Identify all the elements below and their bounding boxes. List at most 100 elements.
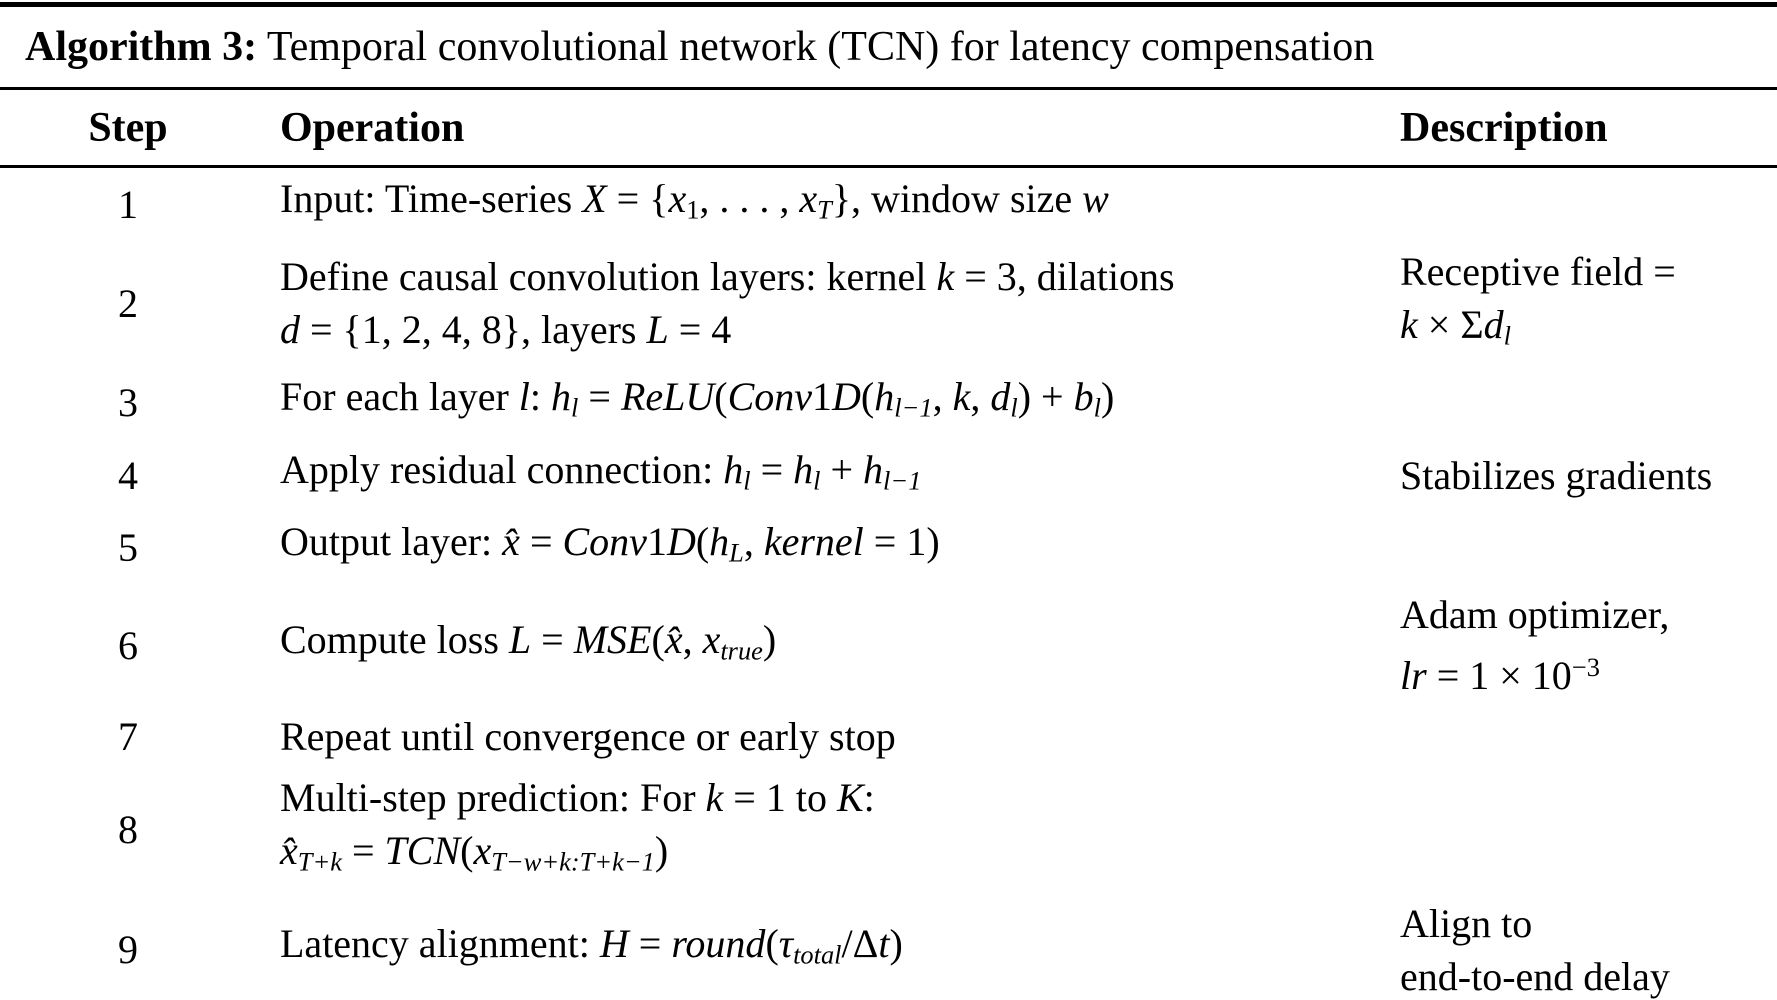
math-segment: T+k — [297, 846, 342, 877]
math-segment: x̂ — [664, 616, 683, 662]
math-segment: TCN — [384, 828, 461, 874]
operation-cell: Define causal convolution layers: kernel… — [256, 250, 1400, 356]
math-segment: L — [508, 616, 532, 662]
header-operation: Operation — [280, 104, 465, 151]
operation-line: Define causal convolution layers: kernel… — [280, 250, 1400, 303]
math-segment: lr — [1400, 653, 1427, 699]
description-line: lr = 1 × 10−3 — [1400, 641, 1769, 702]
math-segment: Receptive field = — [1400, 248, 1676, 294]
math-segment: h — [874, 374, 895, 420]
math-segment: × Σ — [1417, 301, 1484, 347]
math-segment: ( — [460, 828, 474, 874]
math-segment: = 3, dilations — [954, 254, 1175, 300]
operation-cell: Latency alignment: H = round(τtotal/Δt) — [256, 917, 1400, 982]
math-segment: l−1 — [894, 392, 933, 423]
math-segment: k — [952, 374, 971, 420]
math-segment: = 1 to — [723, 775, 837, 821]
math-segment: h — [709, 519, 730, 565]
math-segment: , — [932, 374, 953, 420]
math-segment: = { — [606, 176, 669, 221]
math-segment: Stabilizes gradients — [1400, 452, 1713, 498]
description-line: Stabilizes gradients — [1400, 449, 1769, 502]
table-body: 1 Input: Time-series X = {x1, . . . , xT}… — [0, 168, 1777, 1000]
math-segment: b — [1073, 374, 1094, 420]
math-segment: : — [863, 775, 875, 821]
description-line: Adam optimizer, — [1400, 588, 1769, 641]
math-segment: −3 — [1571, 651, 1600, 682]
table-row: 5 Output layer: x̂ = Conv1D(hL, kernel = … — [0, 511, 1777, 584]
math-segment: l — [1010, 392, 1018, 423]
math-segment: L — [646, 307, 669, 353]
math-segment: Adam optimizer, — [1400, 591, 1670, 637]
description-cell: Align to end-to-end delay — [1400, 897, 1777, 1000]
math-segment: h — [723, 446, 744, 492]
math-segment: , — [970, 374, 991, 420]
math-segment: ReLU — [620, 374, 715, 420]
math-segment: l — [518, 374, 530, 420]
math-segment: k — [1400, 301, 1418, 347]
math-segment: l — [813, 465, 821, 496]
description-line: Receptive field = — [1400, 245, 1769, 298]
math-segment: Compute loss — [280, 616, 509, 662]
math-segment: Output layer: — [280, 519, 503, 565]
math-segment: = — [628, 921, 672, 967]
math-segment: D — [832, 374, 861, 420]
operation-line: Output layer: x̂ = Conv1D(hL, kernel = 1… — [280, 515, 1400, 580]
math-segment: end-to-end delay — [1400, 953, 1670, 999]
math-segment: l−1 — [883, 465, 922, 496]
operation-line: Repeat until convergence or early stop — [280, 710, 1400, 763]
math-segment: ( — [714, 374, 728, 420]
math-segment: }, window size — [831, 176, 1083, 221]
math-segment: = — [750, 446, 794, 492]
table-row: 7 Repeat until convergence or early stop — [0, 706, 1777, 767]
step-cell: 7 — [118, 714, 138, 760]
operation-line: Input: Time-series X = {x1, . . . , xT},… — [280, 172, 1400, 237]
operation-cell: Repeat until convergence or early stop — [256, 710, 1400, 763]
header-step: Step — [88, 104, 168, 151]
math-segment: /Δ — [841, 921, 879, 967]
math-segment: D — [666, 519, 696, 565]
math-segment: total — [793, 940, 842, 971]
header-description: Description — [1400, 104, 1608, 151]
math-segment: Conv — [562, 519, 647, 565]
math-segment: L — [729, 537, 744, 568]
math-segment: round — [671, 921, 766, 967]
math-segment: t — [878, 921, 890, 967]
description-line: Align to — [1400, 897, 1769, 950]
algorithm-caption: Temporal convolutional network (TCN) for… — [257, 24, 1375, 70]
math-segment: Multi-step prediction: For — [280, 775, 706, 821]
math-segment: Align to — [1400, 900, 1533, 946]
math-segment: Repeat until convergence or early stop — [280, 714, 896, 760]
math-segment: x — [473, 828, 492, 874]
operation-line: For each layer l: hl = ReLU(Conv1D(hl−1,… — [280, 370, 1400, 435]
operation-line: Latency alignment: H = round(τtotal/Δt) — [280, 917, 1400, 982]
math-segment: l — [1503, 320, 1511, 351]
math-segment: = 1) — [863, 519, 940, 565]
math-segment: + — [820, 446, 864, 492]
step-cell: 5 — [118, 525, 138, 571]
math-segment: d — [990, 374, 1011, 420]
math-segment: ( — [765, 921, 779, 967]
math-segment: For each layer — [280, 374, 519, 420]
math-segment: x̂ — [502, 519, 520, 565]
operation-line: Apply residual connection: hl = hl + hl−… — [280, 443, 1400, 508]
math-segment: l — [1093, 392, 1101, 423]
description-cell: Receptive field =k × Σdl — [1400, 245, 1777, 363]
table-header-row: Step Operation Description — [0, 90, 1777, 165]
math-segment: = 4 — [668, 307, 732, 353]
step-cell: 4 — [118, 452, 138, 498]
operation-line: Multi-step prediction: For k = 1 to K: — [280, 771, 1400, 824]
math-segment: true — [720, 635, 763, 666]
math-segment: k — [705, 775, 724, 821]
math-segment: ) — [1100, 374, 1115, 420]
operation-line: x̂T+k = TCN(xT−w+k:T+k−1) — [280, 824, 1400, 889]
math-segment: = 1 × 10 — [1426, 653, 1572, 699]
math-segment: h — [551, 374, 572, 420]
math-segment: T−w+k:T+k−1 — [491, 846, 655, 877]
math-segment: ) — [889, 921, 903, 967]
math-segment: 1 — [812, 374, 833, 420]
